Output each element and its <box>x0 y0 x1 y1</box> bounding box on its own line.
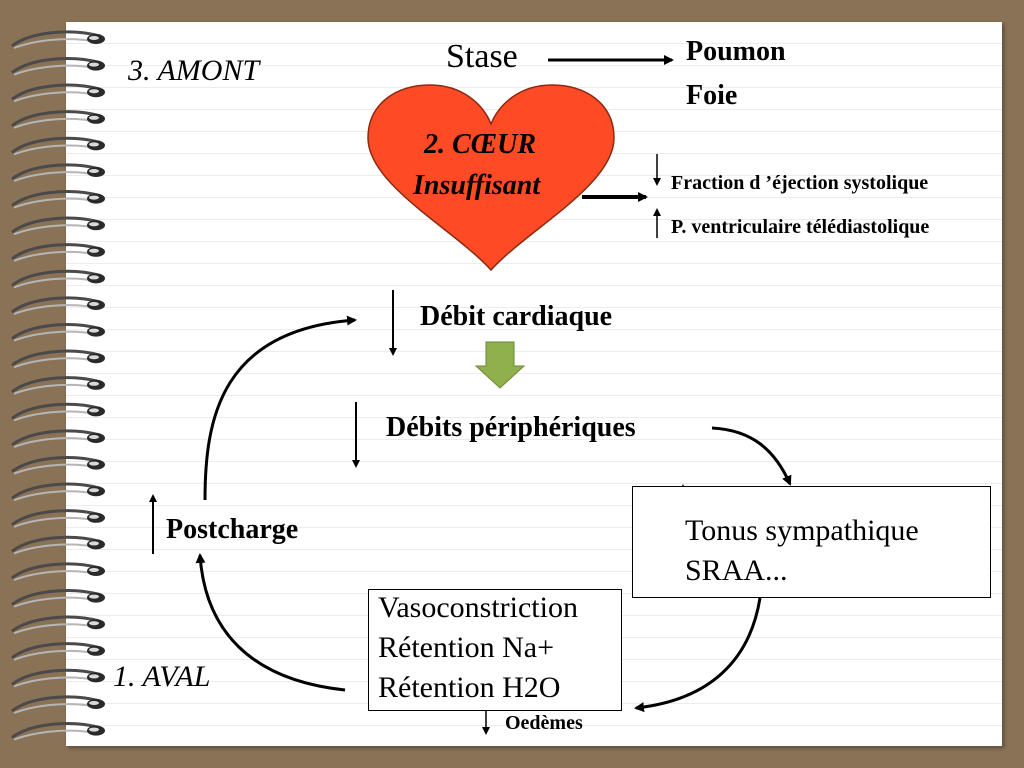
spiral-ring <box>11 269 105 289</box>
spiral-ring <box>11 456 105 475</box>
spiral-ring <box>11 190 105 209</box>
spiral-ring <box>11 243 105 262</box>
spiral-ring <box>11 110 105 129</box>
loop-peripheriques-to-tonus <box>711 426 792 486</box>
heart-shape <box>367 84 615 272</box>
postcharge-label: Postcharge <box>166 514 299 545</box>
spiral-ring <box>11 376 105 395</box>
spiral-ring <box>11 216 105 236</box>
spiral-ring <box>11 589 105 608</box>
spiral-ring <box>11 695 105 714</box>
spiral-ring <box>11 323 105 342</box>
loop-vaso-to-postcharge <box>195 553 346 692</box>
spiral-ring <box>11 83 105 103</box>
loop-tonus-to-vaso <box>634 597 762 713</box>
sraa-label: SRAA... <box>685 554 788 587</box>
pression-label: P. ventriculaire télédiastolique <box>671 216 930 238</box>
spiral-ring <box>11 349 105 369</box>
tonus-box <box>632 486 991 598</box>
vaso-box <box>368 589 622 711</box>
amont-label: 3. AMONT <box>128 54 260 87</box>
spiral-ring <box>11 535 105 555</box>
spiral-ring <box>11 57 105 76</box>
spiral-ring <box>11 615 105 635</box>
vaso-label: Vasoconstriction <box>378 591 578 624</box>
coeur-subtitle: Insuffisant <box>413 170 541 201</box>
spiral-ring <box>11 642 105 661</box>
spiral-binding <box>11 30 105 741</box>
poumon-label: Poumon <box>686 36 786 67</box>
aval-label: 1. AVAL <box>113 660 211 693</box>
spiral-ring <box>11 136 105 156</box>
coeur-title: 2. CŒUR <box>424 129 536 160</box>
debits-peripheriques-label: Débits périphériques <box>386 412 636 443</box>
loop-postcharge-to-debit <box>203 315 357 501</box>
spiral-ring <box>11 30 105 49</box>
spiral-ring <box>11 722 105 741</box>
spiral-ring <box>11 562 105 581</box>
spiral-ring <box>11 163 105 182</box>
spiral-ring <box>11 509 105 528</box>
spiral-ring <box>11 429 105 448</box>
fraction-label: Fraction d ’éjection systolique <box>671 172 929 194</box>
green-down-arrow <box>474 341 526 389</box>
retention-na-label: Rétention Na+ <box>378 631 555 664</box>
spiral-ring <box>11 296 105 315</box>
spiral-ring <box>11 402 105 422</box>
foie-label: Foie <box>686 80 738 111</box>
tonus-label: Tonus sympathique <box>685 514 919 547</box>
oedemes-label: Oedèmes <box>505 712 583 734</box>
spiral-ring <box>11 668 105 688</box>
debit-cardiaque-label: Débit cardiaque <box>420 301 613 332</box>
retention-h2o-label: Rétention H2O <box>378 671 561 704</box>
stase-label: Stase <box>446 38 518 75</box>
spiral-ring <box>11 482 105 502</box>
